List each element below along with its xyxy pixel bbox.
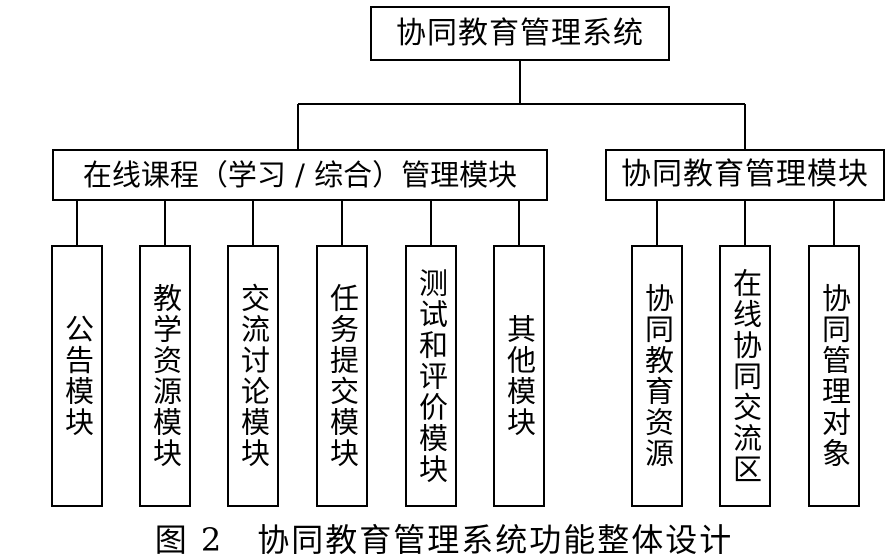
left-child-label: 教学资源模块 xyxy=(148,283,183,469)
left-child-label: 交流讨论模块 xyxy=(236,283,271,469)
left-child-node-5: 测试和评价模块 xyxy=(405,245,457,507)
left-child-label: 测试和评价模块 xyxy=(414,267,449,485)
left-module-node: 在线课程（学习 / 综合）管理模块 xyxy=(52,149,548,201)
right-child-label: 在线协同交流区 xyxy=(728,267,763,485)
right-child-node-3: 协同管理对象 xyxy=(808,245,860,507)
left-module-label: 在线课程（学习 / 综合）管理模块 xyxy=(82,157,518,192)
right-child-label: 协同教育资源 xyxy=(640,283,675,469)
right-child-node-2: 在线协同交流区 xyxy=(719,245,771,507)
left-child-node-3: 交流讨论模块 xyxy=(227,245,279,507)
left-child-label: 其他模块 xyxy=(502,314,537,438)
left-child-node-6: 其他模块 xyxy=(493,245,545,507)
left-child-node-1: 公告模块 xyxy=(51,245,103,507)
left-child-label: 任务提交模块 xyxy=(325,283,360,469)
left-child-node-4: 任务提交模块 xyxy=(316,245,368,507)
right-child-node-1: 协同教育资源 xyxy=(631,245,683,507)
figure-caption: 图 2 协同教育管理系统功能整体设计 xyxy=(154,521,734,559)
right-child-label: 协同管理对象 xyxy=(817,283,852,469)
root-label: 协同教育管理系统 xyxy=(396,15,644,51)
root-node: 协同教育管理系统 xyxy=(370,6,670,61)
left-child-label: 公告模块 xyxy=(60,314,95,438)
right-module-node: 协同教育管理模块 xyxy=(605,149,885,201)
right-module-label: 协同教育管理模块 xyxy=(621,157,869,192)
left-child-node-2: 教学资源模块 xyxy=(139,245,191,507)
